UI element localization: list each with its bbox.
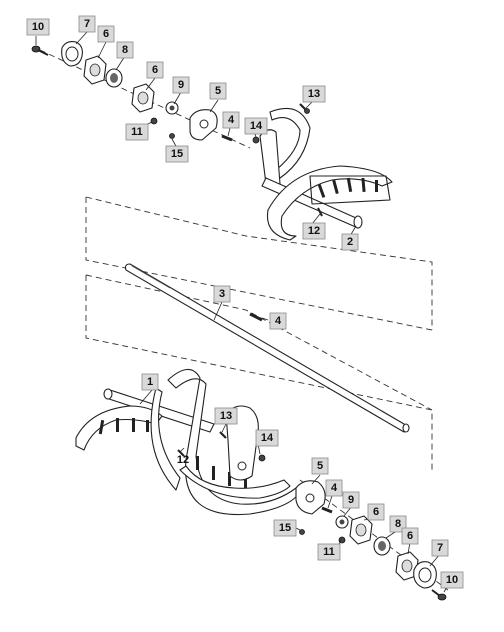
- svg-text:1: 1: [147, 376, 153, 388]
- svg-text:5: 5: [317, 460, 323, 472]
- svg-text:13: 13: [220, 410, 232, 422]
- auger-ribs-top: [317, 177, 378, 198]
- svg-text:7: 7: [84, 18, 90, 30]
- svg-text:13: 13: [308, 88, 320, 100]
- bearing-housing-bottom-b: [395, 551, 419, 581]
- callout-7-bottom: 7: [431, 539, 449, 557]
- callout-14-bottom: 14: [255, 429, 279, 447]
- callout-13-bottom: 13: [214, 407, 238, 425]
- svg-text:11: 11: [323, 546, 335, 558]
- bolt-15-bottom: [299, 529, 305, 535]
- pin-mid: [249, 312, 263, 322]
- svg-text:11: 11: [131, 126, 143, 138]
- callout-11-bottom: 11: [317, 543, 341, 561]
- svg-text:4: 4: [275, 315, 282, 327]
- svg-text:14: 14: [250, 120, 263, 132]
- bolt-14-bottom: [258, 454, 266, 462]
- callout-5-top: 5: [209, 82, 227, 100]
- svg-text:4: 4: [228, 114, 235, 126]
- callout-2: 2: [341, 233, 359, 251]
- callout-14-top: 14: [244, 117, 268, 135]
- auger-assembly-bottom: [75, 368, 301, 516]
- callout-8-top: 8: [116, 41, 134, 59]
- svg-text:8: 8: [395, 518, 401, 530]
- flange-plate-top: [61, 41, 83, 67]
- svg-text:6: 6: [407, 530, 413, 542]
- svg-text:2: 2: [347, 236, 353, 248]
- svg-text:4: 4: [331, 482, 338, 494]
- callout-6-top-a: 6: [97, 25, 115, 43]
- assembly-boundary-top-left: [85, 197, 433, 331]
- pin-bottom: [321, 506, 333, 514]
- svg-text:5: 5: [215, 85, 221, 97]
- callout-4-top: 4: [222, 111, 240, 129]
- auger-ribs-bottom-right: [196, 456, 247, 488]
- svg-text:12: 12: [308, 225, 320, 237]
- callout-1: 1: [141, 373, 159, 391]
- callout-10-bottom: 10: [440, 571, 464, 589]
- svg-text:15: 15: [279, 522, 291, 534]
- flange-plate-bottom: [413, 561, 437, 589]
- svg-text:9: 9: [178, 79, 184, 91]
- bolt-bottom: [431, 589, 447, 601]
- washer-top: [165, 101, 179, 115]
- svg-text:9: 9: [348, 494, 354, 506]
- assembly-boundary-bottom: [85, 275, 433, 472]
- assembly-boundary-top: [85, 196, 433, 330]
- svg-text:3: 3: [219, 288, 225, 300]
- svg-text:7: 7: [437, 542, 443, 554]
- bearing-housing-top-b: [131, 83, 155, 113]
- auger-assembly-top: [259, 107, 393, 241]
- callout-12-top: 12: [302, 222, 326, 240]
- washer-bottom: [335, 515, 349, 529]
- callout-4-mid: 4: [269, 312, 287, 330]
- callout-12-bottom: 12: [177, 454, 189, 466]
- callout-13-top: 13: [302, 85, 326, 103]
- callout-11-top: 11: [125, 123, 149, 141]
- bolt-13-top: [299, 103, 310, 114]
- callout-15-bottom: 15: [273, 519, 297, 537]
- svg-text:10: 10: [446, 574, 458, 586]
- callout-9-bottom: 9: [342, 491, 360, 509]
- pin-top: [221, 134, 233, 142]
- callout-4-bottom: 4: [325, 479, 343, 497]
- bracket-plate-bottom: [295, 480, 326, 515]
- bottom-hardware-group: [295, 480, 447, 601]
- bolt-13-bottom: [219, 431, 227, 439]
- bearing-housing-bottom-a: [349, 515, 373, 545]
- shaft: [124, 263, 410, 433]
- svg-text:6: 6: [103, 28, 109, 40]
- svg-text:12: 12: [177, 454, 189, 466]
- svg-text:8: 8: [122, 44, 128, 56]
- callout-6-top-b: 6: [146, 61, 164, 79]
- nut-top: [150, 117, 158, 125]
- callout-5-bottom: 5: [311, 457, 329, 475]
- bracket-plate-top: [189, 109, 218, 141]
- callout-15-top: 15: [165, 145, 189, 163]
- assembly-boundary-bottom-right: [85, 274, 433, 411]
- svg-text:15: 15: [171, 148, 183, 160]
- callout-3: 3: [213, 285, 231, 303]
- svg-text:6: 6: [373, 506, 379, 518]
- bearing-housing-top-a: [83, 55, 107, 85]
- callout-10-top: 10: [26, 18, 50, 36]
- bolt-top: [31, 45, 49, 56]
- callout-9-top: 9: [172, 76, 190, 94]
- bearing-bottom: [373, 536, 391, 556]
- svg-text:10: 10: [32, 21, 44, 33]
- top-hardware-group: [31, 41, 310, 144]
- auger-ribs-bottom-left: [98, 418, 149, 435]
- callout-6-bottom-b: 6: [401, 527, 419, 545]
- svg-text:14: 14: [261, 432, 274, 444]
- bolt-14-top: [252, 136, 260, 144]
- svg-text:6: 6: [152, 64, 158, 76]
- bearing-top: [105, 68, 123, 88]
- callout-7-top: 7: [78, 15, 96, 33]
- bolt-15-top: [169, 133, 175, 139]
- callout-6-bottom-a: 6: [367, 503, 385, 521]
